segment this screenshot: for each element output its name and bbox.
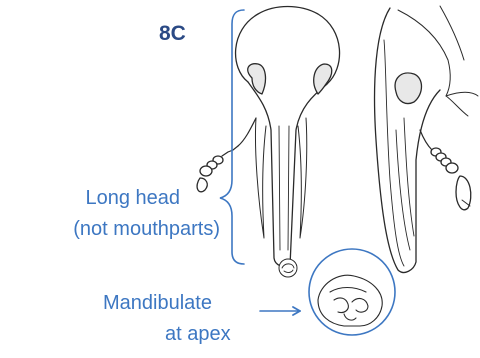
left-eye [248,64,266,94]
lateral-head-drawing [375,6,478,272]
annotations [220,10,395,335]
lateral-eye [395,73,421,104]
not-mouthparts-label: (not mouthparts) [6,218,220,241]
apex-magnifier [309,249,395,335]
at-apex-label: at apex [165,323,231,346]
right-eye [314,64,332,94]
long-head-label: Long head [34,187,180,210]
mandibulate-label: Mandibulate [103,292,212,315]
mandible-magnified-drawing [318,275,382,326]
figure-label: 8C [159,22,186,46]
long-head-bracket [220,10,244,264]
